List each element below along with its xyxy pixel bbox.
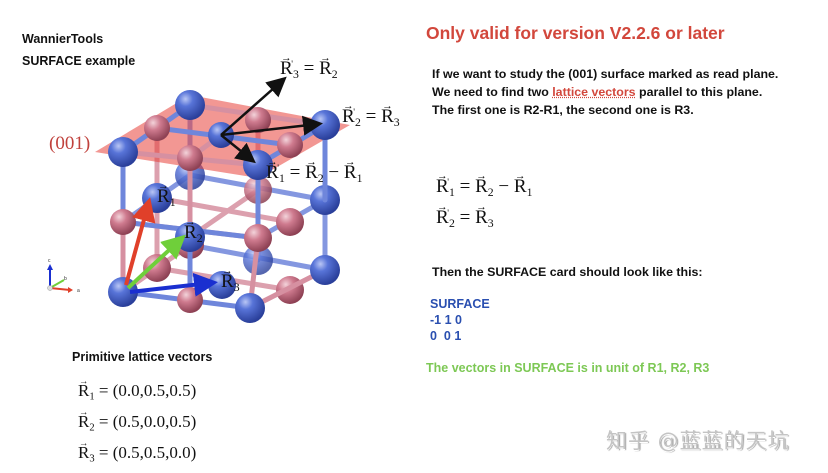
eq1-lhs: R [436, 176, 449, 198]
version-headline: Only valid for version V2.2.6 or later [426, 23, 725, 43]
eq2-rhs: R [475, 207, 488, 229]
subscript: 2 [354, 116, 361, 130]
r3-new-symbol: R [280, 58, 293, 80]
minus-sign: − [323, 162, 344, 183]
app-title: WannierTools [22, 32, 104, 46]
vector-r3-new-arrow [220, 76, 287, 136]
surface-card-code: SURFACE -1 1 0 0 0 1 [430, 296, 490, 344]
surface-card-intro: Then the SURFACE card should look like t… [432, 265, 703, 279]
subscript: 2 [317, 172, 324, 186]
subscript: 3 [292, 68, 299, 82]
label-r3: R3 [221, 271, 240, 295]
equals-sign: = [454, 176, 476, 197]
r3-value: = (0.5,0.5,0.0) [94, 443, 197, 462]
rhs-symbol: R [319, 58, 332, 80]
axis-c-label: c [48, 258, 51, 264]
equals-sign: = [298, 58, 320, 79]
equation-r2-new: R'2 = R3 [436, 207, 494, 231]
r3-symbol: R [221, 271, 234, 293]
eq1-rhs2: R [514, 176, 527, 198]
rhs-symbol: R [381, 106, 394, 128]
label-r2: R2 [184, 222, 203, 246]
subscript: 1 [526, 186, 533, 200]
vector-r2-new-arrow [220, 115, 323, 137]
eq2-lhs: R [436, 207, 449, 229]
watermark: 知乎 @蓝蓝的天坑 [606, 429, 790, 453]
subscript: 1 [89, 391, 95, 403]
label-r3-new: R'3 = R2 [280, 58, 338, 82]
vector-r2-arrow [126, 234, 186, 290]
subscript: 1 [278, 172, 285, 186]
intro-line-2-tail: parallel to this plane. [635, 85, 763, 99]
subscript: 3 [89, 453, 95, 465]
subscript: 2 [448, 217, 455, 231]
surface-keyword: SURFACE [430, 297, 490, 311]
r2-symbol: R [78, 412, 89, 432]
intro-line-2: We need to find two lattice vectors para… [432, 83, 778, 101]
label-r1-new: R'1 = R2 − R1 [266, 162, 362, 186]
subscript: 3 [487, 217, 494, 231]
intro-line-1: If we want to study the (001) surface ma… [432, 67, 779, 81]
subscript: 2 [331, 68, 338, 82]
primitive-vector-r1: R1 = (0.0,0.5,0.5) [78, 381, 196, 403]
r1-symbol: R [78, 381, 89, 401]
subscript: 2 [196, 232, 203, 246]
r2-symbol: R [184, 222, 197, 244]
r1-new-symbol: R [266, 162, 279, 184]
unit-note: The vectors in SURFACE is in unit of R1,… [426, 361, 710, 375]
equation-r1-new: R'1 = R2 − R1 [436, 176, 532, 200]
primitive-vector-r2: R2 = (0.5,0.0,0.5) [78, 412, 196, 434]
equals-sign: = [454, 207, 476, 228]
rhs-symbol: R [305, 162, 318, 184]
primitive-vector-r3: R3 = (0.5,0.5,0.0) [78, 443, 196, 465]
surface-row-1: -1 1 0 [430, 313, 462, 327]
subtitle: SURFACE example [22, 54, 136, 68]
minus-sign: − [493, 176, 514, 197]
axes-indicator: c b a [47, 258, 80, 294]
primitive-title: Primitive lattice vectors [72, 350, 213, 364]
intro-paragraph: If we want to study the (001) surface ma… [432, 65, 778, 119]
crystal-lattice-diagram: c b a [47, 76, 350, 323]
intro-line-2-text: We need to find two [432, 85, 553, 99]
subscript: 1 [356, 172, 363, 186]
axis-b-label: b [64, 276, 67, 282]
r3-symbol: R [78, 443, 89, 463]
plane-001-label: (001) [49, 133, 91, 154]
lattice-vectors-link[interactable]: lattice vectors [552, 85, 636, 99]
label-r2-new: R'2 = R3 [342, 106, 400, 130]
vector-r3-arrow [129, 272, 218, 297]
intro-line-3: The first one is R2-R1, the second one i… [432, 103, 694, 117]
subscript: 3 [393, 116, 400, 130]
eq1-rhs: R [475, 176, 488, 198]
r2-value: = (0.5,0.0,0.5) [94, 412, 197, 431]
rhs2-symbol: R [344, 162, 357, 184]
surface-row-2: 0 0 1 [430, 329, 462, 343]
subscript: 1 [448, 186, 455, 200]
subscript: 1 [169, 196, 176, 210]
vector-r1-new-arrow [220, 134, 256, 164]
vector-r1-arrow [124, 197, 156, 286]
subscript: 3 [233, 281, 240, 295]
label-r1: R1 [157, 186, 176, 210]
equals-sign: = [360, 106, 382, 127]
r1-symbol: R [157, 186, 170, 208]
axis-a-label: a [77, 288, 80, 294]
r2-new-symbol: R [342, 106, 355, 128]
subscript: 2 [89, 422, 95, 434]
equals-sign: = [284, 162, 306, 183]
subscript: 2 [487, 186, 494, 200]
r1-value: = (0.0,0.5,0.5) [94, 381, 197, 400]
